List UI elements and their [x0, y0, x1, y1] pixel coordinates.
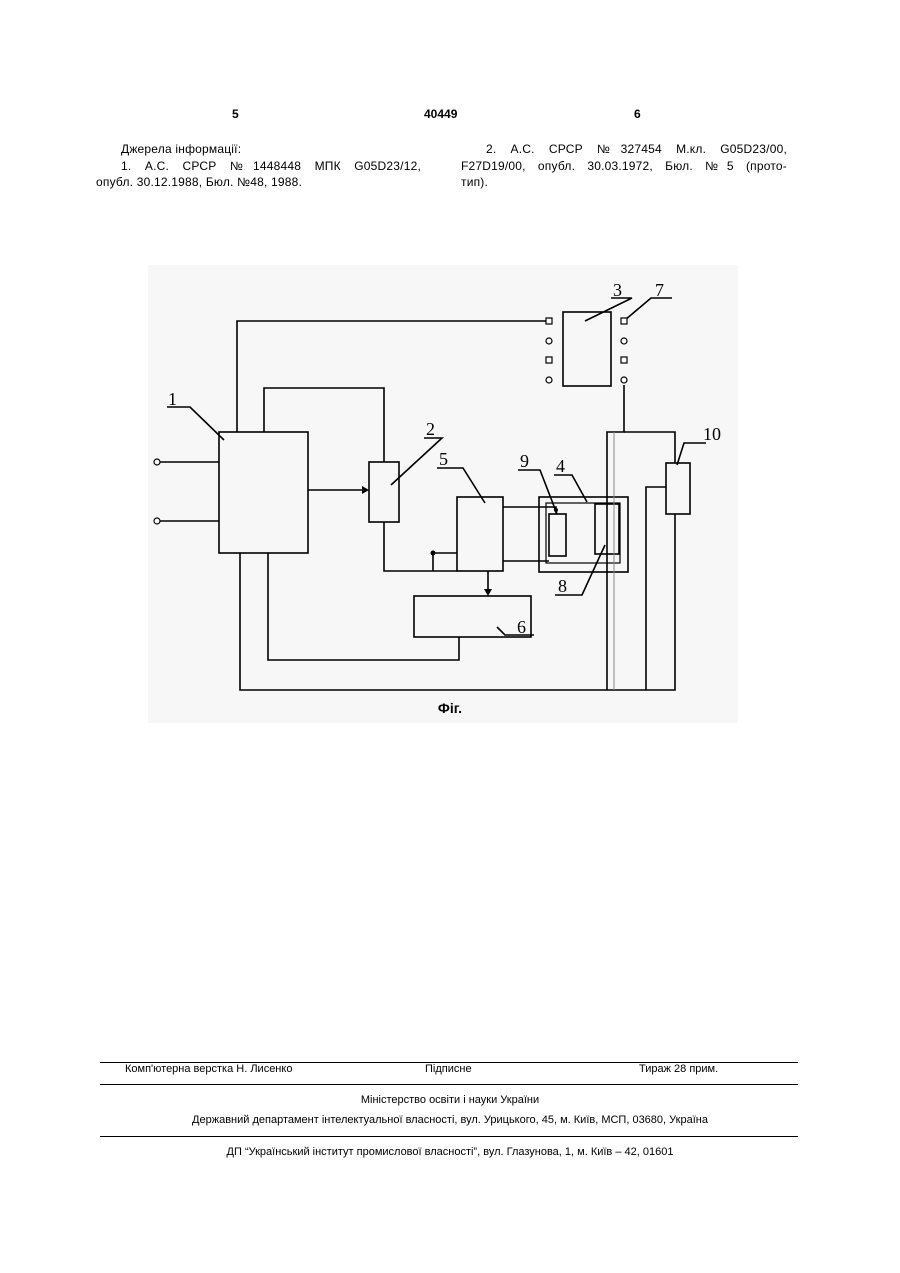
page-number-left: 5 [232, 107, 239, 121]
figure-caption: Фіг. [0, 700, 900, 716]
terminal-left-1 [546, 318, 552, 324]
input-terminal-2 [154, 518, 160, 524]
reference-1-line-1: 1. А.С. СРСР №1448448 МПК G05D23/12, [96, 158, 421, 175]
label-3: 3 [613, 280, 622, 300]
patent-number: 40449 [424, 107, 457, 121]
label-5: 5 [439, 449, 448, 469]
terminal-right-4 [621, 377, 627, 383]
footer-layout-by: Комп'ютерна верстка Н. Лисенко [125, 1063, 292, 1075]
junction-dot [431, 551, 436, 556]
footer-rule-middle [100, 1084, 798, 1085]
terminal-right-3 [621, 357, 627, 363]
input-terminal-1 [154, 459, 160, 465]
terminal-left-4 [546, 377, 552, 383]
footer-department: Державний департамент інтелектуальної вл… [0, 1114, 900, 1126]
label-8: 8 [558, 576, 567, 596]
footer-rule-bottom [100, 1136, 798, 1137]
footer-ministry: Міністерство освіти і науки України [0, 1094, 900, 1106]
reference-1-line-2: опубл. 30.12.1988, Бюл. №48, 1988. [96, 174, 421, 191]
footer-circulation: Тираж 28 прим. [639, 1063, 718, 1075]
terminal-left-3 [546, 357, 552, 363]
label-10: 10 [703, 424, 721, 444]
terminal-left-2 [546, 338, 552, 344]
block-diagram: 1 2 3 4 5 6 7 8 9 10 [148, 265, 738, 723]
junction-dot-9 [554, 508, 558, 512]
reference-2-line-3: тип). [461, 174, 787, 191]
label-1: 1 [168, 389, 177, 409]
figure: 1 2 3 4 5 6 7 8 9 10 [148, 265, 738, 723]
label-9: 9 [520, 451, 529, 471]
references-left-column: Джерела інформації: 1. А.С. СРСР №144844… [96, 141, 421, 191]
reference-2-line-2: F27D19/00, опубл. 30.03.1972, Бюл. №5 (п… [461, 158, 787, 175]
label-7: 7 [655, 280, 664, 300]
footer-institute: ДП “Український інститут промислової вла… [0, 1146, 900, 1158]
label-2: 2 [426, 419, 435, 439]
references-heading: Джерела інформації: [96, 141, 421, 158]
terminal-right-1 [621, 318, 627, 324]
label-6: 6 [517, 617, 526, 637]
footer-subscription: Підписне [425, 1063, 472, 1075]
terminal-right-2 [621, 338, 627, 344]
references-right-column: 2. А.С. СРСР №327454 М.кл. G05D23/00, F2… [461, 141, 787, 191]
label-4: 4 [556, 456, 565, 476]
page-number-right: 6 [634, 107, 641, 121]
reference-2-line-1: 2. А.С. СРСР №327454 М.кл. G05D23/00, [461, 141, 787, 158]
